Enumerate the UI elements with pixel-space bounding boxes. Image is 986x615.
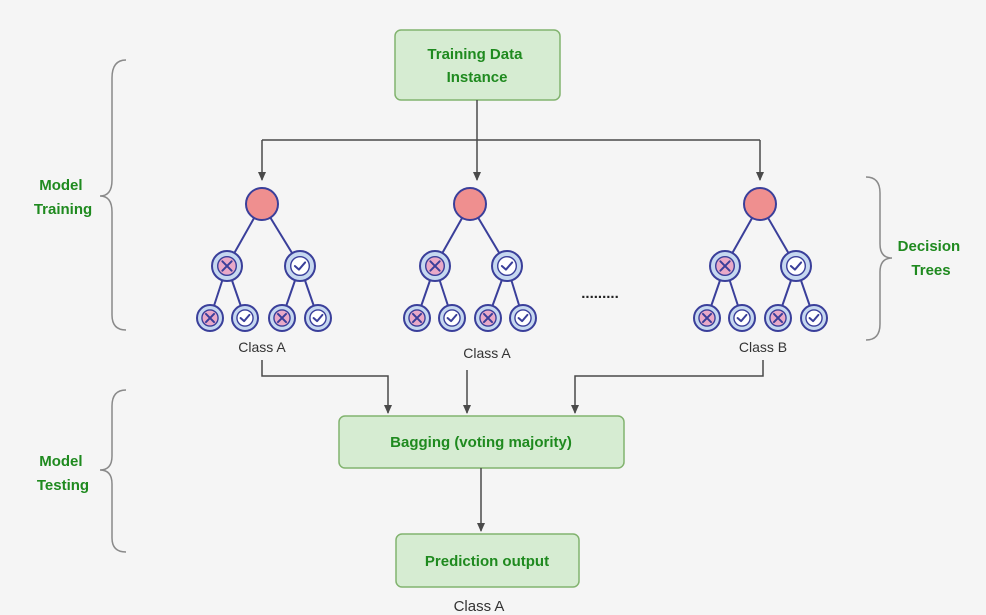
svg-text:Bagging (voting majority): Bagging (voting majority) [390, 434, 572, 451]
root-node [743, 187, 777, 221]
svg-text:Training Data Instance: Training Data Instance [427, 46, 526, 86]
decision-trees-label: Decision Trees [898, 238, 965, 279]
trees-brace [865, 176, 893, 341]
check-icon [509, 304, 537, 332]
check-icon [231, 304, 259, 332]
svg-text:Prediction output: Prediction output [425, 553, 549, 570]
cross-icon [764, 304, 792, 332]
check-icon [438, 304, 466, 332]
cross-icon [403, 304, 431, 332]
tree-3-class-label: Class B [739, 339, 787, 355]
input-to-trees-arrows [258, 100, 764, 181]
cross-icon [419, 250, 451, 282]
trees-to-bagging-arrows [261, 360, 764, 414]
prediction-output-box: Prediction output [395, 533, 580, 588]
check-icon [728, 304, 756, 332]
model-testing-label: Model Testing [37, 453, 89, 494]
ellipsis: ......... [581, 285, 619, 302]
check-icon [800, 304, 828, 332]
cross-icon [474, 304, 502, 332]
training-brace [99, 59, 127, 331]
check-icon [284, 250, 316, 282]
decision-tree-2 [403, 187, 537, 332]
testing-brace [99, 389, 127, 553]
cross-icon [211, 250, 243, 282]
check-icon [780, 250, 812, 282]
cross-icon [268, 304, 296, 332]
tree-1-class-label: Class A [238, 339, 286, 355]
final-class-label: Class A [454, 598, 505, 615]
training-data-box: Training Data Instance [394, 29, 561, 101]
bagging-box: Bagging (voting majority) [338, 415, 625, 469]
model-training-label: Model Training [34, 177, 92, 218]
tree-2-class-label: Class A [463, 345, 511, 361]
root-node [453, 187, 487, 221]
cross-icon [693, 304, 721, 332]
root-node [245, 187, 279, 221]
check-icon [491, 250, 523, 282]
check-icon [304, 304, 332, 332]
decision-tree-1 [196, 187, 332, 332]
decision-tree-3 [693, 187, 828, 332]
cross-icon [709, 250, 741, 282]
cross-icon [196, 304, 224, 332]
